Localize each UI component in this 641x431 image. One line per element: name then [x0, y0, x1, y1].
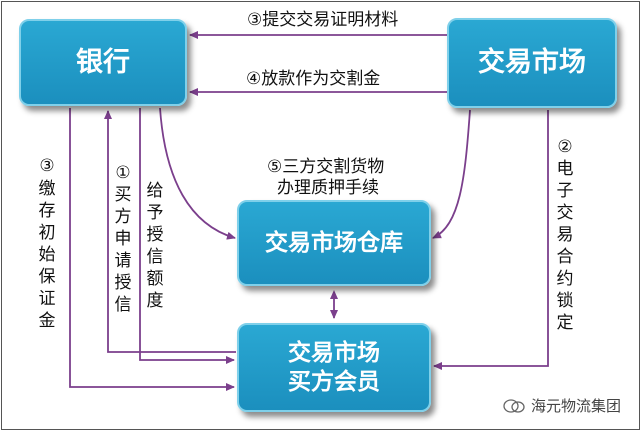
- member-label-line2: 买方会员: [288, 368, 380, 395]
- lock-label: 电子交易合约锁定: [556, 159, 574, 333]
- member-label-line1: 交易市场: [288, 339, 380, 366]
- watermark: 海元物流集团: [503, 395, 621, 416]
- warehouse-label: 交易市场仓库: [265, 229, 403, 256]
- pay-funds-label: ④放款作为交割金: [246, 69, 381, 89]
- margin-label: 缴存初始保证金: [38, 179, 56, 331]
- arrow-bank-warehouse: [159, 107, 236, 240]
- delivery-label-line1: ⑤三方交割货物: [267, 157, 385, 177]
- delivery-label-line2: 办理质押手续: [277, 178, 379, 198]
- bank-node: 银行: [19, 19, 187, 106]
- bank-label: 银行: [76, 46, 130, 78]
- lock-num: ②: [557, 137, 573, 157]
- arrow-apply-credit: [104, 110, 236, 353]
- submit-docs-label: ③提交交易证明材料: [247, 10, 399, 30]
- apply-label: 买方申请授信: [114, 185, 132, 315]
- warehouse-node: 交易市场仓库: [237, 200, 431, 286]
- watermark-text: 海元物流集团: [531, 397, 622, 415]
- apply-num: ①: [115, 163, 131, 183]
- market-node: 交易市场: [447, 18, 617, 108]
- arrow-market-warehouse: [432, 109, 471, 239]
- arrow-grant-credit: [139, 108, 235, 364]
- market-label: 交易市场: [478, 47, 586, 79]
- grant-label: 给予授信额度: [146, 181, 164, 311]
- wechat-icon: [503, 398, 525, 413]
- arrow-margin: [69, 108, 235, 391]
- margin-num: ③: [39, 156, 55, 176]
- member-node: 交易市场 买方会员: [237, 323, 431, 412]
- arrow-lock: [433, 110, 549, 370]
